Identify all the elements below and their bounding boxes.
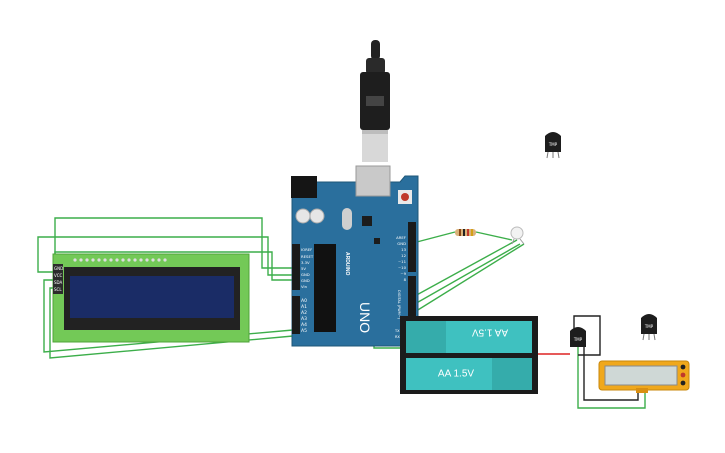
power-wires [536,315,639,401]
lcd-pin-sda: SDA [54,280,63,285]
temp-sensor-1[interactable]: TMP [545,132,561,159]
tx-label: TX [394,329,400,333]
pin-a2: A2 [301,310,307,316]
usb-cable[interactable] [360,40,390,162]
multimeter-terminal-1[interactable] [680,364,686,370]
lcd-screen [70,276,234,318]
pin-11: ~11 [398,259,407,264]
analog-pin-labels: A0 A1 A2 A3 A4 A5 [301,298,307,334]
pin-5v: 5V [301,266,306,271]
multimeter-terminal-2[interactable] [680,372,686,378]
analog-header[interactable] [292,296,300,334]
pin-8: 8 [404,277,407,282]
lcd-pin-scl: SCL [54,287,62,292]
atmega-chip [314,244,336,332]
wire-black-sensor[interactable] [573,315,601,356]
wire-led-pin3[interactable] [412,243,525,314]
pin-a3: A3 [301,316,307,322]
battery-cell-bottom[interactable]: AA 1.5V [406,358,532,390]
wire-black-meter[interactable] [583,346,639,401]
battery-cell-top[interactable]: AA 1.5V [406,321,532,353]
board-model-text: UNO [357,302,373,333]
multimeter-display [604,365,678,386]
power-pin-labels: IOREF RESET 3.3V 5V GND GND Vin [301,247,314,289]
digital-pin-labels: AREF GND 13 12 ~11 ~10 ~9 8 [396,235,406,282]
rx-label: RX [395,335,400,339]
battery-bottom-label: AA 1.5V [438,369,474,380]
arduino-uno-board[interactable]: UNO ARDUINO IOREF RESET 3.3V 5V GND GND … [291,165,419,347]
lcd-pin-gnd: GND [54,266,63,271]
wire-led-pin1[interactable] [412,239,518,298]
pin-reset: RESET [301,254,314,259]
lcd-i2c-header[interactable] [53,264,63,294]
lcd-pin-labels: GND VCC SDA SCL [54,266,63,292]
pin-a0: A0 [301,298,307,304]
board-brand-text: ARDUINO [344,252,350,275]
lcd-pin-vcc: VCC [54,273,63,278]
multimeter-terminal-3[interactable] [680,380,686,386]
wire-resistor-led[interactable] [475,231,513,241]
led[interactable] [510,226,525,245]
lcd-display[interactable]: GND VCC SDA SCL [52,253,250,343]
pin-a1: A1 [301,304,307,310]
pin-gnd2: GND [301,278,310,283]
pin-9: ~9 [400,271,406,276]
wire-pin-resistor[interactable] [412,231,456,244]
multimeter[interactable] [598,360,690,393]
digital-header-2[interactable] [408,276,416,338]
temp-sensor-1-label: TMP [548,142,558,147]
pin-10: ~10 [398,265,407,270]
temp-sensor-2[interactable]: TMP [641,314,657,341]
temp-sensor-3[interactable]: TMP [570,327,586,347]
temp-sensor-3-label: TMP [573,337,583,342]
battery-pack[interactable]: AA 1.5V AA 1.5V [400,316,538,394]
resistor[interactable] [455,229,476,236]
wire-led-pin2[interactable] [412,243,521,306]
digital-header-1[interactable] [408,222,416,272]
digital-section-label: DIGITAL (PWM~) [397,290,401,320]
pin-aref: AREF [396,235,406,240]
pin-vin: Vin [301,284,308,289]
pin-3v3: 3.3V [301,260,310,265]
pin-13: 13 [401,247,406,252]
pin-a4: A4 [301,322,307,328]
reset-button[interactable] [401,193,409,201]
pin-a5: A5 [301,328,307,334]
battery-top-label: AA 1.5V [472,326,508,337]
lcd-header-pins [73,258,167,262]
pin-ioref: IOREF [301,247,312,252]
pin-gnd-d: GND [397,241,406,246]
wire-sensor-meter[interactable] [577,346,646,409]
pin-12: 12 [401,253,406,258]
pin-gnd1: GND [301,272,310,277]
power-header[interactable] [292,244,300,290]
temp-sensor-2-label: TMP [644,324,654,329]
